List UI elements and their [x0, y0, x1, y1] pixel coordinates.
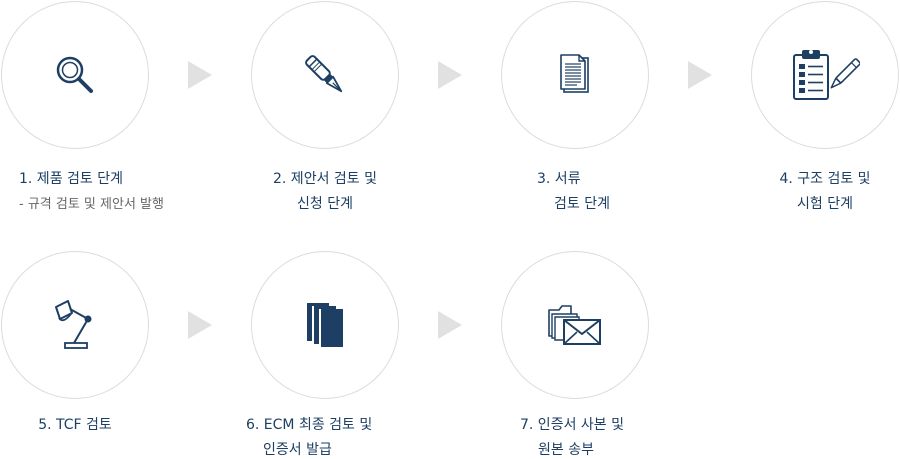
- step-3-label: 3. 서류 검토 단계: [537, 167, 610, 217]
- step-3-title-cont: 검토 단계: [554, 196, 610, 212]
- step-6-label: 6. ECM 최종 검토 및 인증서 발급: [246, 413, 372, 459]
- clipboard-pen-icon: [793, 50, 860, 100]
- step-1-subtitle: - 규격 검토 및 제안서 발행: [19, 197, 164, 212]
- step-1-circle: [1, 1, 149, 149]
- certificate-stack-icon: [307, 303, 343, 347]
- step-4-circle: [751, 1, 899, 149]
- step-4-title: 4. 구조 검토 및: [779, 171, 871, 187]
- step-3-circle: [501, 1, 649, 149]
- step-7-title-cont: 원본 송부: [538, 442, 594, 458]
- step-4-title-cont: 시험 단계: [797, 196, 853, 212]
- step-2-title-cont: 신청 단계: [297, 196, 353, 212]
- step-4-label: 4. 구조 검토 및 시험 단계: [751, 167, 899, 217]
- step-6-title-cont: 인증서 발급: [263, 442, 332, 458]
- arrow-2-to-3: [438, 61, 462, 89]
- step-5-label: 5. TCF 검토: [1, 413, 149, 438]
- fountain-pen-icon: [305, 55, 343, 93]
- desk-lamp-icon: [55, 300, 92, 349]
- folder-envelope-icon: [548, 305, 601, 345]
- step-7-title: 7. 인증서 사본 및: [520, 417, 624, 433]
- arrow-5-to-6: [188, 311, 212, 339]
- arrow-6-to-7: [438, 311, 462, 339]
- arrow-1-to-2: [188, 61, 212, 89]
- step-1-title: 1. 제품 검토 단계: [19, 171, 123, 187]
- step-7-label: 7. 인증서 사본 및 원본 송부: [520, 413, 624, 459]
- step-6-title: 6. ECM 최종 검토 및: [246, 417, 373, 433]
- step-2-label: 2. 제안서 검토 및 신청 단계: [251, 167, 399, 217]
- step-7-circle: [501, 251, 649, 399]
- arrow-3-to-4: [688, 61, 712, 89]
- step-5-title: 5. TCF 검토: [38, 417, 112, 433]
- document-icon: [560, 54, 589, 93]
- magnifier-icon: [56, 56, 93, 93]
- step-5-circle: [1, 251, 149, 399]
- step-2-title: 2. 제안서 검토 및: [273, 171, 377, 187]
- step-2-circle: [251, 1, 399, 149]
- step-1-label: 1. 제품 검토 단계 - 규격 검토 및 제안서 발행: [19, 167, 164, 217]
- step-3-title: 3. 서류: [537, 171, 581, 187]
- step-6-circle: [251, 251, 399, 399]
